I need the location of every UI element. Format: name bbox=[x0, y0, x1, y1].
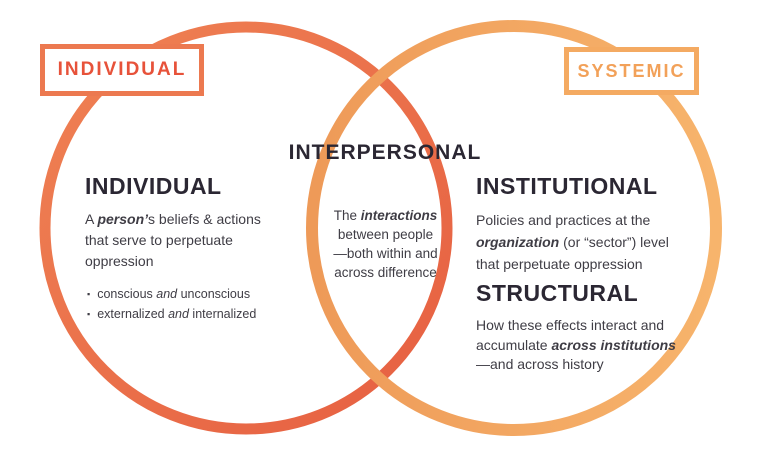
individual-section-title: INDIVIDUAL bbox=[85, 173, 222, 199]
institutional-section-body: Policies and practices at the organizati… bbox=[476, 212, 669, 272]
bullet-text: externalized and internalized bbox=[97, 306, 257, 321]
structural-section-title: STRUCTURAL bbox=[476, 280, 639, 306]
systemic-tag-label: SYSTEMIC bbox=[577, 60, 686, 81]
systemic-tag: SYSTEMIC bbox=[564, 47, 699, 95]
institutional-section: INSTITUTIONAL Policies and practices at … bbox=[476, 173, 726, 275]
interpersonal-description: The interactions between people —both wi… bbox=[333, 208, 438, 280]
individual-bullet-list: ▪ conscious and unconscious ▪ externaliz… bbox=[87, 285, 325, 324]
institutional-section-title: INSTITUTIONAL bbox=[476, 173, 658, 199]
individual-section-body: A person’s beliefs & actions that serve … bbox=[85, 211, 261, 269]
systemic-circle bbox=[306, 20, 722, 436]
individual-circle bbox=[39, 21, 453, 435]
bullet-square-icon: ▪ bbox=[87, 308, 91, 319]
structural-section: STRUCTURAL How these effects interact an… bbox=[476, 280, 728, 375]
bullet-square-icon: ▪ bbox=[87, 289, 91, 299]
list-item: ▪ externalized and internalized bbox=[87, 305, 325, 325]
interpersonal-title: INTERPERSONAL bbox=[288, 141, 482, 164]
structural-section-body: How these effects interact and accumulat… bbox=[476, 317, 676, 372]
individual-tag-label: INDIVIDUAL bbox=[57, 59, 187, 80]
list-item: ▪ conscious and unconscious bbox=[87, 285, 325, 305]
individual-section: INDIVIDUAL A person’s beliefs & actions … bbox=[85, 173, 325, 324]
bullet-text: conscious and unconscious bbox=[97, 287, 251, 301]
individual-tag: INDIVIDUAL bbox=[40, 44, 204, 96]
